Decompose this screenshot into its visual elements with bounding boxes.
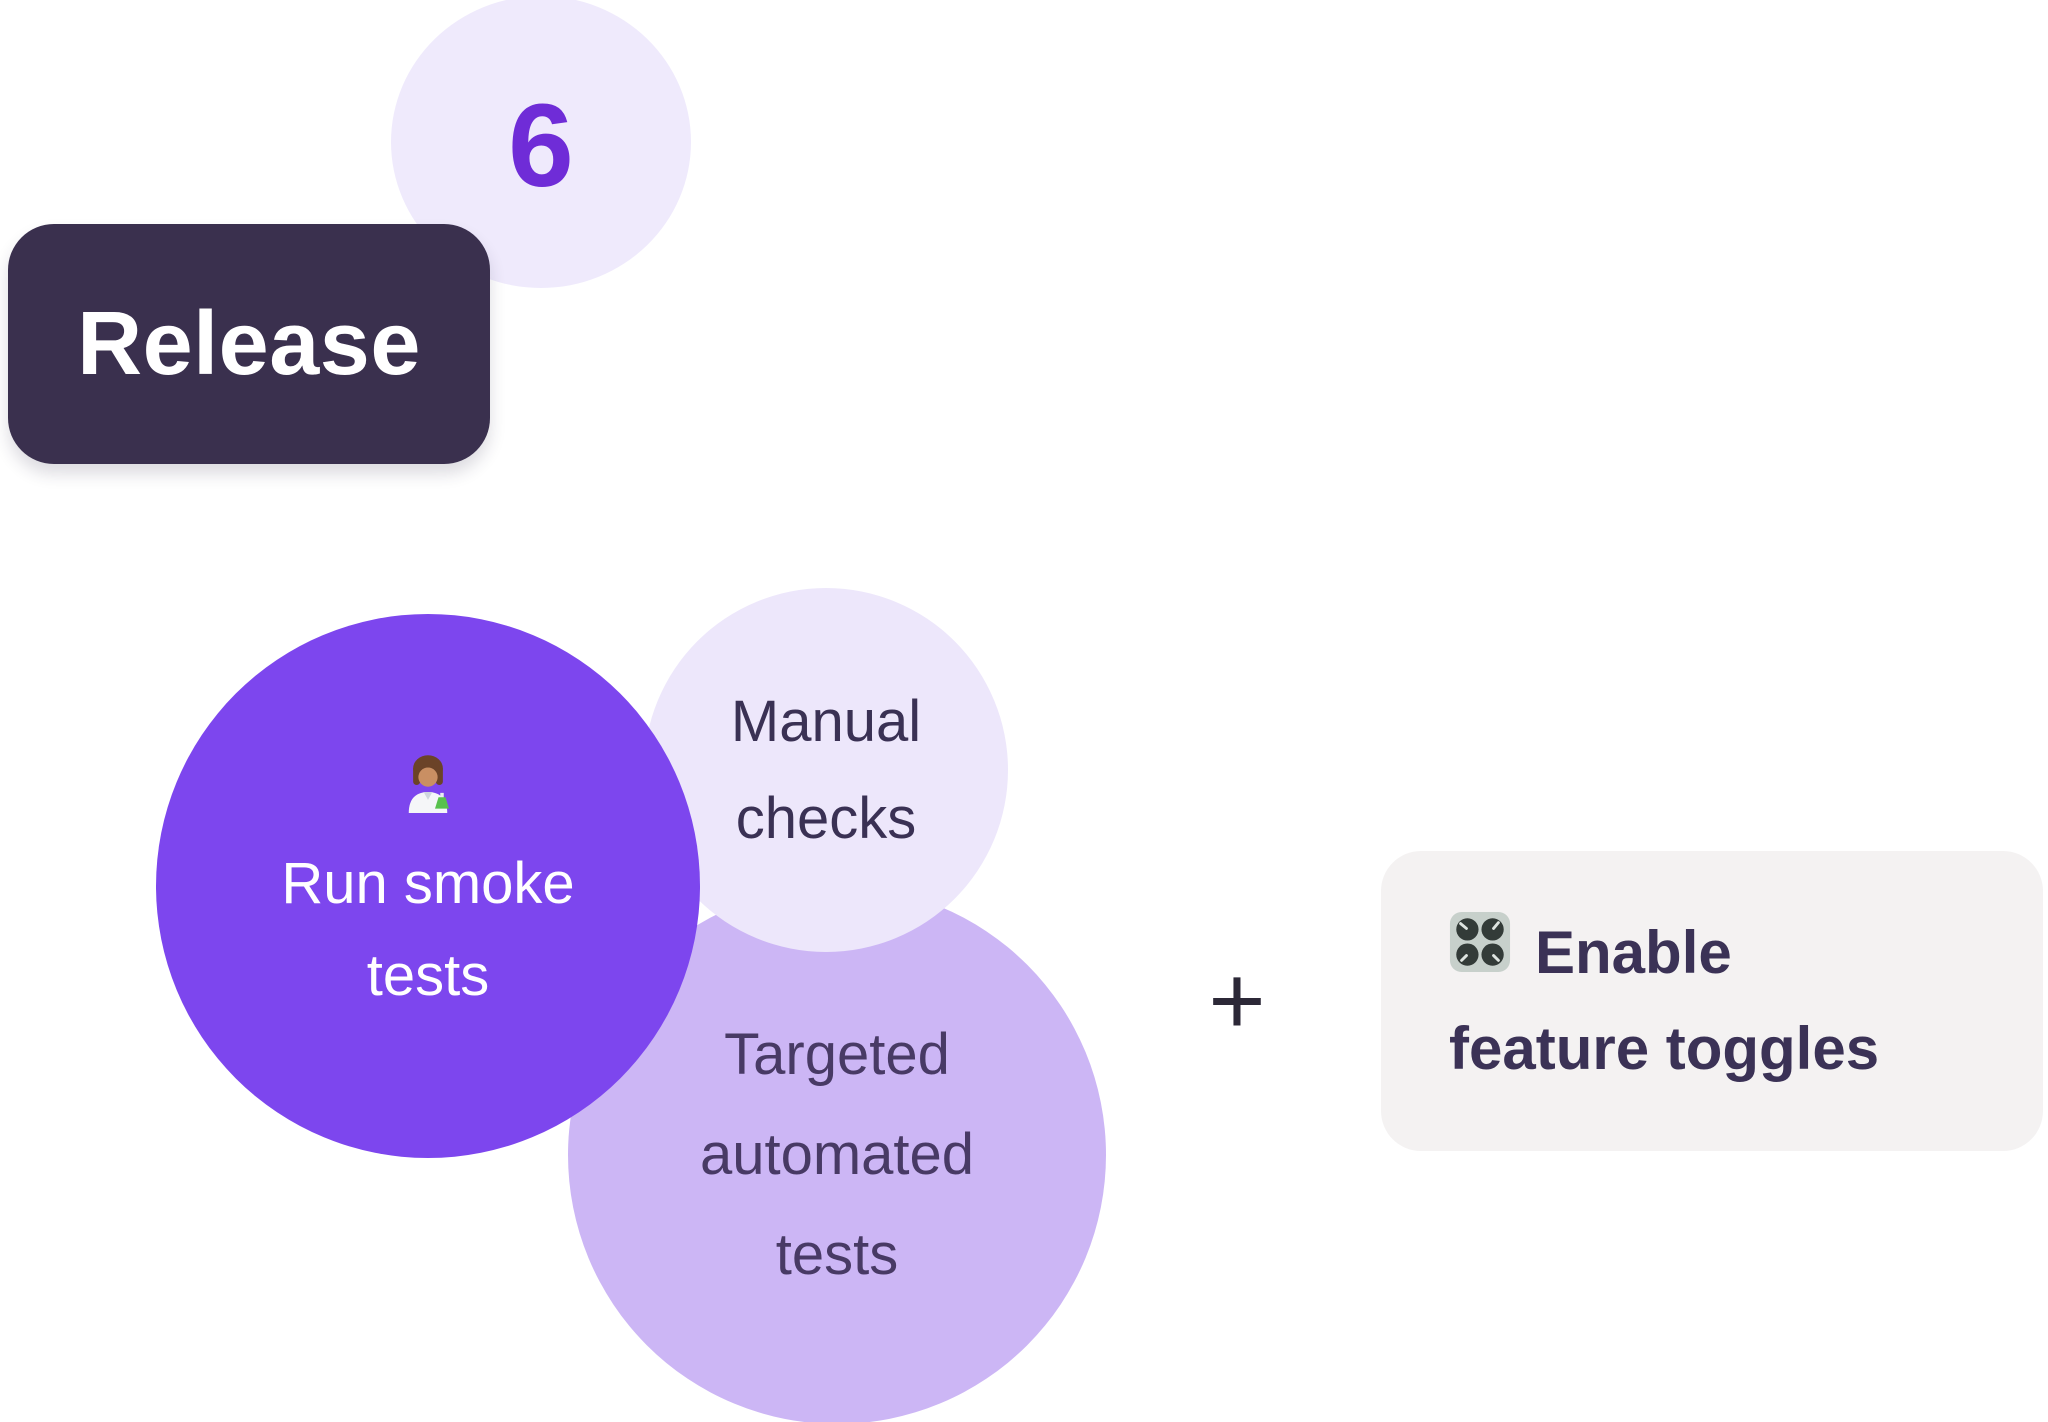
control-knobs-icon [1449,905,1511,1001]
run-smoke-tests-bubble: Run smoke tests [156,614,700,1158]
action-card-text: Enable [1535,919,1732,986]
woman-scientist-icon [400,750,456,818]
bubble-text-line: automated [699,1122,975,1187]
bubble-text-line: Run smoke [281,851,575,916]
enable-feature-toggles-card: Enable feature toggles [1381,851,2043,1151]
bubble-text-line: tests [366,943,490,1008]
release-label: Release [77,294,421,394]
bubble-text-line: tests [775,1222,899,1287]
bubble-text-line: checks [735,786,917,851]
bubble-text-line: Manual [730,689,922,754]
bubble-text-line: Targeted [724,1022,950,1087]
action-card-line-2: feature toggles [1449,1015,1880,1082]
plus-separator: + [1208,945,1266,1055]
manual-checks-bubble: Manual checks [644,588,1008,952]
action-card-line-1: Enable [1449,905,2043,1001]
release-badge: Release [8,224,490,464]
step-number: 6 [508,80,574,212]
